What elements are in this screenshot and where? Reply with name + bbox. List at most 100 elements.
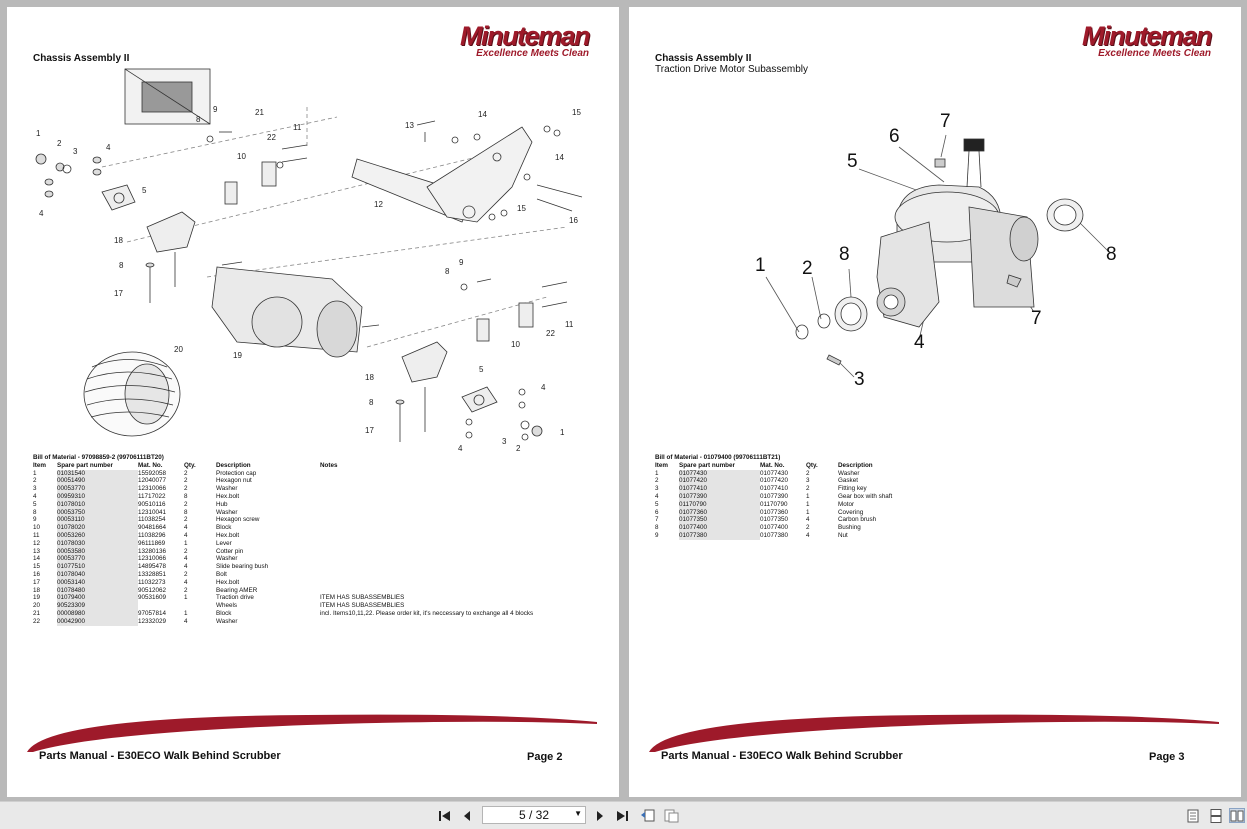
callout-label: 5 bbox=[479, 365, 484, 374]
callout-label: 2 bbox=[516, 444, 521, 452]
callout-label: 7 bbox=[1031, 308, 1042, 329]
cell-notes bbox=[320, 477, 533, 485]
cell-spare-part: 00053770 bbox=[57, 485, 138, 493]
bill-of-material: Bill of Material - 01079400 (99706111BT2… bbox=[655, 454, 892, 540]
cell-qty: 3 bbox=[806, 477, 810, 485]
cell-spare-part: 01077410 bbox=[679, 485, 760, 493]
cell-mat-no: 01077390 bbox=[760, 492, 789, 500]
cell-spare-part: 00053770 bbox=[57, 555, 138, 564]
cell-description: Bolt bbox=[216, 570, 227, 578]
col-spare-part: Spare part number bbox=[679, 461, 735, 469]
last-page-icon[interactable] bbox=[614, 808, 630, 823]
cell-notes bbox=[320, 571, 533, 579]
col-spare-part: Spare part number bbox=[57, 461, 113, 469]
cell-mat-no: 01077410 bbox=[760, 485, 789, 493]
cell-description: Hex.bolt bbox=[216, 578, 240, 586]
minuteman-logo: Minuteman Excellence Meets Clean bbox=[1082, 23, 1213, 60]
callout-label: 9 bbox=[459, 258, 464, 267]
cell-notes bbox=[320, 532, 533, 540]
callout-label: 2 bbox=[802, 258, 813, 279]
cell-notes bbox=[320, 509, 533, 517]
single-page-view-icon[interactable] bbox=[1186, 808, 1200, 823]
cell-notes bbox=[320, 618, 533, 626]
cell-item: 8 bbox=[655, 524, 659, 532]
cell-notes bbox=[320, 563, 533, 571]
cell-notes: ITEM HAS SUBASSEMBLIES bbox=[320, 602, 405, 610]
cell-spare-part: 01077380 bbox=[679, 531, 760, 540]
page-2: Minuteman Excellence Meets Clean Chassis… bbox=[7, 7, 619, 797]
first-page-icon[interactable] bbox=[437, 808, 453, 823]
callout-label: 8 bbox=[445, 267, 450, 276]
section-title: Chassis Assembly II bbox=[655, 53, 752, 64]
footer-swoosh bbox=[27, 714, 597, 752]
cell-mat-no: 14895478 bbox=[138, 563, 167, 571]
cell-item: 10 bbox=[33, 524, 41, 532]
cell-spare-part: 00053110 bbox=[57, 516, 138, 525]
cell-qty: 1 bbox=[184, 609, 188, 617]
cell-mat-no: 01077350 bbox=[760, 516, 789, 524]
cell-spare-part: 01078480 bbox=[57, 586, 138, 595]
cell-qty bbox=[184, 602, 216, 610]
cell-mat-no: 97057814 bbox=[138, 609, 167, 617]
continuous-view-icon[interactable] bbox=[1209, 808, 1223, 823]
cell-spare-part: 01078010 bbox=[57, 500, 138, 509]
cell-spare-part: 01077360 bbox=[679, 508, 760, 517]
callout-label: 2 bbox=[57, 139, 62, 148]
cell-qty: 8 bbox=[184, 508, 188, 516]
cell-item: 21 bbox=[33, 609, 41, 617]
cell-mat-no: 01077360 bbox=[760, 508, 789, 516]
cell-spare-part: 00959310 bbox=[57, 492, 138, 501]
next-page-icon[interactable] bbox=[593, 808, 607, 823]
cell-description: Hexagon nut bbox=[216, 477, 252, 485]
cell-description: Slide bearing bush bbox=[216, 563, 269, 571]
cell-item: 9 bbox=[655, 531, 659, 539]
callout-label: 1 bbox=[560, 428, 565, 437]
col-qty: Qty. bbox=[806, 461, 818, 469]
cell-qty: 4 bbox=[184, 531, 188, 539]
callout-label: 17 bbox=[365, 426, 374, 435]
cell-spare-part: 00053260 bbox=[57, 531, 138, 540]
cell-item: 18 bbox=[33, 586, 41, 594]
callout-label: 14 bbox=[555, 153, 564, 162]
cell-item: 1 bbox=[33, 469, 37, 477]
footer-page-number: Page 2 bbox=[527, 751, 563, 763]
bill-of-material: Bill of Material - 97098859-2 (99706111B… bbox=[33, 454, 533, 626]
cell-description: Washer bbox=[216, 617, 238, 625]
cell-qty: 2 bbox=[184, 477, 188, 485]
cell-qty: 2 bbox=[184, 500, 188, 508]
cell-qty: 4 bbox=[806, 531, 810, 539]
bom-title: Bill of Material - 01079400 (99706111BT2… bbox=[655, 454, 781, 461]
footer-title: Parts Manual - E30ECO Walk Behind Scrubb… bbox=[39, 750, 281, 762]
cell-spare-part: 00042900 bbox=[57, 617, 138, 626]
cell-item: 8 bbox=[33, 508, 37, 516]
prev-page-icon[interactable] bbox=[460, 808, 474, 823]
previous-view-icon[interactable] bbox=[639, 808, 657, 823]
cell-mat-no: 01077420 bbox=[760, 477, 789, 485]
page-number-field[interactable]: 5 / 32 ▼ bbox=[482, 806, 586, 824]
cell-mat-no: 01077430 bbox=[760, 469, 789, 477]
callout-label: 15 bbox=[572, 108, 581, 117]
cell-item: 2 bbox=[33, 477, 37, 485]
two-page-view-icon[interactable] bbox=[1229, 808, 1245, 823]
cell-spare-part: 01077430 bbox=[679, 469, 760, 478]
cell-item: 1 bbox=[655, 469, 659, 477]
cell-mat-no: 90481664 bbox=[138, 524, 167, 532]
cell-mat-no: 01077400 bbox=[760, 524, 789, 532]
cell-description: Hex.bolt bbox=[216, 531, 240, 539]
bom-title: Bill of Material - 97098859-2 (99706111B… bbox=[33, 454, 164, 461]
chevron-down-icon[interactable]: ▼ bbox=[574, 809, 582, 818]
next-view-icon[interactable] bbox=[662, 808, 680, 823]
cell-mat-no: 11717022 bbox=[138, 492, 166, 500]
cell-description: Bearing AMER bbox=[216, 586, 258, 594]
cell-spare-part: 00051490 bbox=[57, 477, 138, 486]
cell-qty: 2 bbox=[184, 547, 188, 555]
logo-tagline: Excellence Meets Clean bbox=[476, 48, 589, 59]
cell-spare-part: 01077510 bbox=[57, 563, 138, 571]
